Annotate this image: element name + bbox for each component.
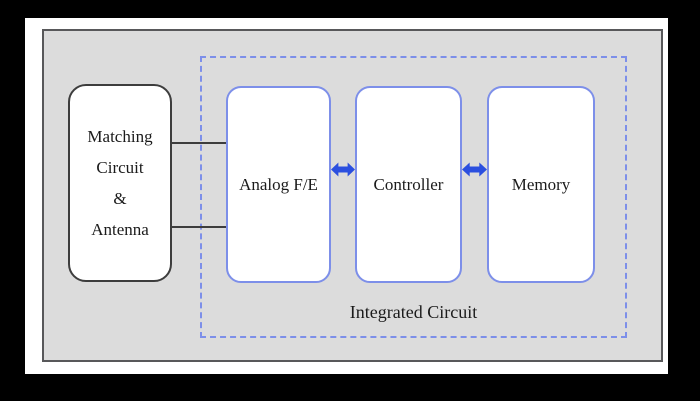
block-matching-antenna-line: & [113,189,127,208]
block-matching-antenna-line: Circuit [96,158,144,177]
integrated-circuit-boundary [200,56,627,338]
wire-antenna-to-analog-top [172,142,226,144]
block-memory: Memory [487,86,595,283]
bidirectional-arrow-icon [331,162,355,177]
block-matching-antenna-line: Matching [87,127,153,146]
block-matching-antenna: Matching Circuit & Antenna [68,84,172,282]
block-matching-antenna-line: Antenna [91,220,149,239]
bidirectional-arrow-icon [462,162,487,177]
wire-antenna-to-analog-bottom [172,226,226,228]
block-analog-fe: Analog F/E [226,86,331,283]
block-controller: Controller [355,86,462,283]
block-memory-label: Memory [511,175,571,194]
block-controller-label: Controller [373,175,444,194]
block-analog-fe-label: Analog F/E [239,175,318,194]
integrated-circuit-label: Integrated Circuit [349,302,478,322]
